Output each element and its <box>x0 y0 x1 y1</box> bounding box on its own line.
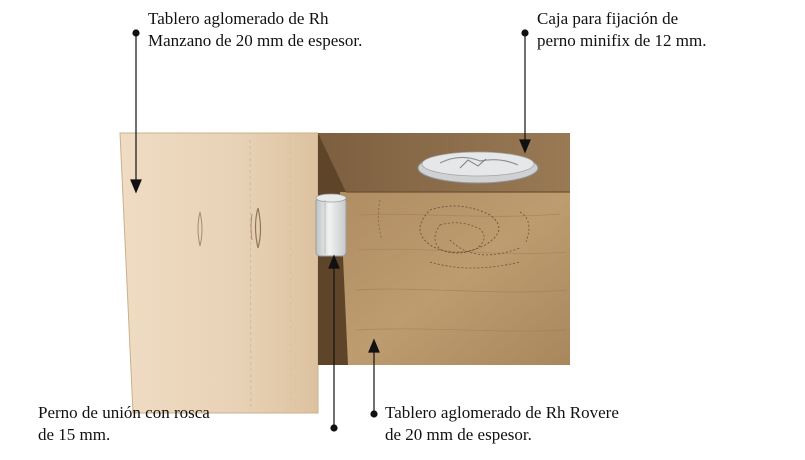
label-manzano-line1: Tablero aglomerado de Rh <box>148 9 329 28</box>
label-bolt-line2: de 15 mm. <box>38 425 111 444</box>
label-bolt: Perno de unión con rosca de 15 mm. <box>38 402 210 446</box>
minifix-cam <box>417 151 539 184</box>
label-minifix-box: Caja para fijación de perno minifix de 1… <box>537 8 707 52</box>
bolt <box>315 193 347 257</box>
label-manzano-panel: Tablero aglomerado de Rh Manzano de 20 m… <box>148 8 362 52</box>
manzano-panel <box>119 132 319 414</box>
label-minifix-line1: Caja para fijación de <box>537 9 679 28</box>
label-rovere-panel: Tablero aglomerado de Rh Rovere de 20 mm… <box>385 402 619 446</box>
leader-top-left <box>130 29 142 194</box>
label-minifix-line2: perno minifix de 12 mm. <box>537 31 707 50</box>
leader-lines <box>130 29 531 432</box>
label-rovere-line2: de 20 mm de espesor. <box>385 425 532 444</box>
label-manzano-line2: Manzano de 20 mm de espesor. <box>148 31 363 50</box>
leader-top-right <box>519 29 531 154</box>
label-rovere-line1: Tablero aglomerado de Rh Rovere <box>385 403 619 422</box>
leader-bottom-left <box>328 254 340 432</box>
leader-bottom-right <box>368 338 380 418</box>
label-bolt-line1: Perno de unión con rosca <box>38 403 210 422</box>
